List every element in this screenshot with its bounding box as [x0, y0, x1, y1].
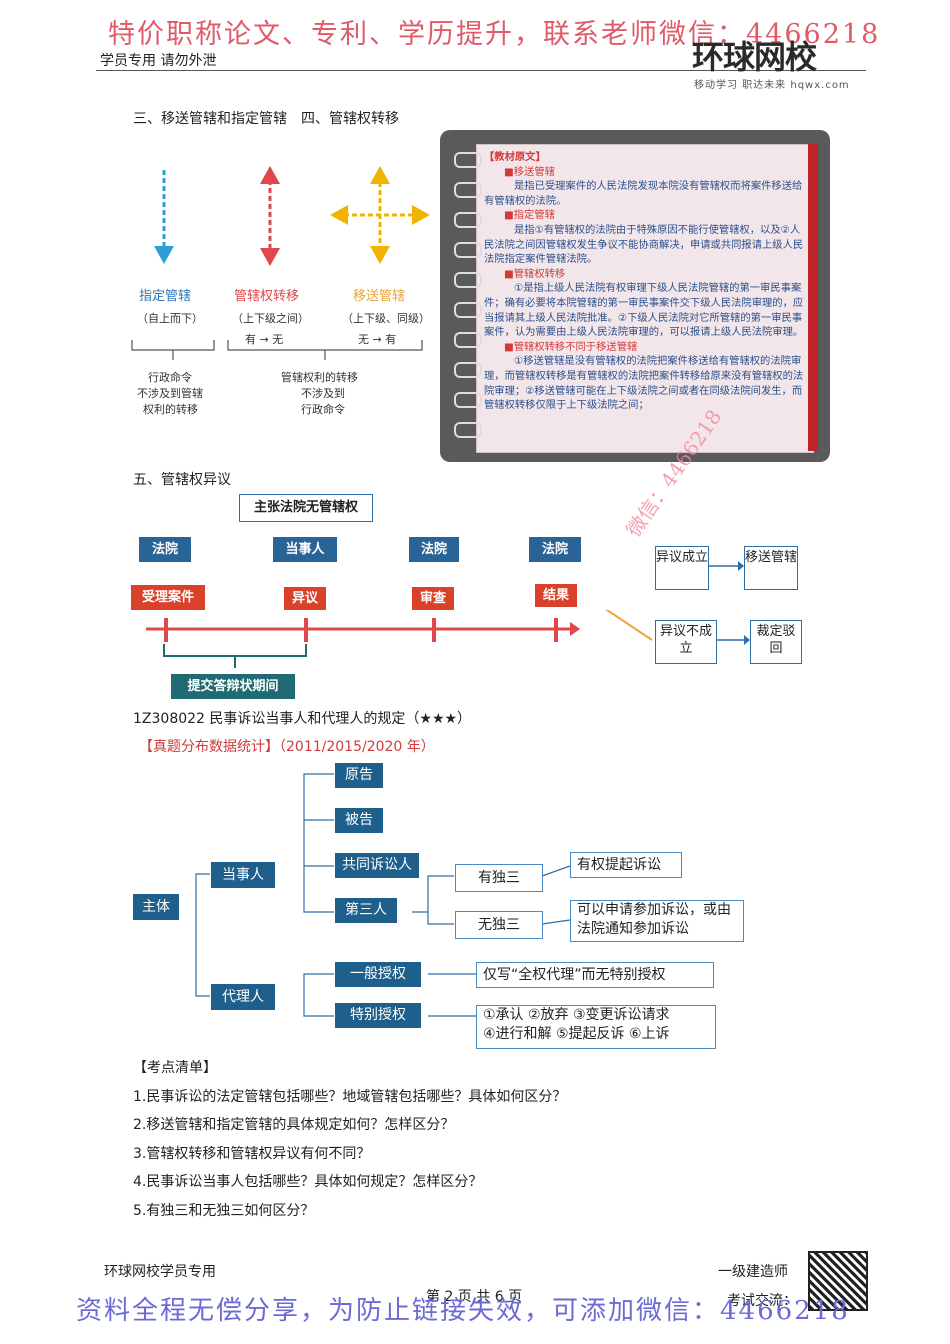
footer-exam: 考试交流：	[727, 1293, 797, 1309]
mm-indep: 有独三	[455, 864, 543, 892]
mm-party: 当事人	[211, 862, 275, 888]
special-note-line2: ④进行和解 ⑤提起反诉 ⑥上诉	[483, 1026, 670, 1042]
checklist-item-4: 4.民事诉讼当事人包括哪些？具体如何规定？怎样区分？	[133, 1174, 483, 1190]
special-note-line1: ①承认 ②放弃 ③变更诉讼请求	[483, 1007, 670, 1023]
item3-title: ■管辖权转移	[504, 267, 566, 280]
mm-plaintiff: 原告	[335, 763, 383, 788]
transfer-right-label: 管辖权转移	[234, 289, 300, 304]
mm-nonindep-note: 可以申请参加诉讼，或由法院通知参加诉讼	[570, 900, 744, 942]
item4-text: ①移送管辖是没有管辖权的法院把案件移送给有管辖权的法院审理，而管辖权转移是有管辖…	[484, 355, 804, 412]
mm-special-note: ①承认 ②放弃 ③变更诉讼请求 ④进行和解 ⑤提起反诉 ⑥上诉	[476, 1005, 716, 1049]
outcome-no-box: 异议不成立	[655, 620, 717, 664]
bracket-right-line3: 行政命令	[301, 403, 345, 416]
mm-defendant: 被告	[335, 808, 383, 833]
step-objection: 异议	[284, 587, 326, 610]
item2-text: 是指①有管辖权的法院由于特殊原因不能行使管辖权，以及②人民法院之间因管辖权发生争…	[484, 223, 804, 266]
designated-label: 指定管辖	[139, 289, 192, 304]
mm-agent: 代理人	[211, 984, 275, 1010]
ring-icon	[454, 272, 482, 288]
mm-general-auth: 一般授权	[335, 962, 421, 987]
item3-text: ①是指上级人民法院有权审理下级人民法院管辖的第一审民事案件；确有必要将本院管辖的…	[484, 282, 804, 339]
header-note: 学员专用 请勿外泄	[100, 53, 217, 69]
mm-indep-note: 有权提起诉讼	[570, 852, 682, 878]
footer-left: 环球网校学员专用	[104, 1264, 216, 1280]
checklist-item-5: 5.有独三和无独三如何区分？	[133, 1203, 315, 1219]
ring-icon	[454, 302, 482, 318]
checklist-item-1: 1.民事诉讼的法定管辖包括哪些？地域管辖包括哪些？具体如何区分？	[133, 1089, 567, 1105]
notebook-page	[476, 144, 814, 453]
checklist-item-2: 2.移送管辖和指定管辖的具体规定如何？怎样区分？	[133, 1117, 455, 1133]
transfer-case-arrow-icon	[330, 166, 430, 264]
topic-stat: 【真题分布数据统计】（2011/2015/2020 年）	[139, 739, 435, 755]
actor-party: 当事人	[273, 537, 337, 562]
site-logo: 环球网校	[692, 38, 817, 76]
notebook-edge	[808, 144, 818, 451]
ring-icon	[454, 332, 482, 348]
bracket-left-line1: 行政命令	[148, 371, 192, 384]
bottom-watermark: 资料全程无偿分享，为防止链接失效，可添加微信：4466218	[76, 1296, 850, 1326]
bracket-left-line2: 不涉及到管辖	[137, 387, 203, 400]
item2-title: ■指定管辖	[504, 209, 555, 222]
mm-special-auth: 特别授权	[335, 1003, 421, 1028]
actor-court-1: 法院	[139, 537, 191, 562]
item1-text: 是指已受理案件的人民法院发现本院没有管辖权而将案件移送给有管辖权的法院。	[484, 180, 803, 207]
outcome-no-result-box: 裁定驳回	[750, 620, 802, 664]
section-3-title: 三、移送管辖和指定管辖 四、管辖权转移	[133, 111, 399, 127]
notebook-content: 【教材原文】 ■移送管辖 是指已受理案件的人民法院发现本院没有管辖权而将案件移送…	[484, 150, 806, 413]
top-watermark: 特价职称论文、专利、学历提升，联系老师微信：4466218	[108, 19, 881, 50]
transfer-right-arrow-icon	[260, 166, 280, 266]
mm-root: 主体	[133, 894, 179, 920]
actor-court-3: 法院	[529, 537, 581, 562]
outcome-yes-result-box: 移送管辖	[744, 546, 798, 590]
item1-title: ■移送管辖	[504, 165, 555, 178]
ring-icon	[454, 152, 482, 168]
footer-page: 第 2 页 共 6 页	[426, 1289, 523, 1305]
mindmap-lines	[195, 773, 571, 1017]
mm-general-note: 仅写“全权代理”而无特别授权	[476, 962, 714, 988]
header-divider	[96, 70, 866, 71]
footer-right: 一级建造师	[718, 1264, 788, 1280]
mm-third-party: 第三人	[335, 898, 397, 923]
transfer-case-label: 移送管辖	[353, 289, 406, 304]
designated-arrow-icon	[154, 170, 174, 264]
bracket-right-line2: 不涉及到	[301, 387, 345, 400]
ring-icon	[454, 212, 482, 228]
transfer-case-sub: （上下级、同级）	[342, 312, 430, 325]
logo-tagline: 移动学习 职达未来 hqwx.com	[694, 80, 850, 91]
timeline-diagram	[146, 610, 653, 668]
actor-court-2: 法院	[409, 537, 459, 562]
notebook-heading: 【教材原文】	[484, 151, 546, 163]
bracket-left-line3: 权利的转移	[143, 403, 198, 416]
step-accept: 受理案件	[131, 585, 205, 610]
period-box: 提交答辩状期间	[171, 674, 295, 699]
brackets-diagram	[131, 340, 423, 360]
ring-icon	[454, 422, 482, 438]
ring-icon	[454, 242, 482, 258]
checklist-title: 【考点清单】	[133, 1060, 217, 1076]
outcome-arrows	[708, 561, 750, 645]
step-review: 审查	[412, 587, 454, 610]
item4-title: ■管辖权转移不同于移送管辖	[504, 340, 638, 353]
transfer-right-flow: 有 → 无	[245, 333, 284, 346]
ring-icon	[454, 362, 482, 378]
qr-code-icon	[808, 1251, 868, 1311]
ring-icon	[454, 182, 482, 198]
step-result: 结果	[535, 584, 577, 607]
mm-co-litigant: 共同诉讼人	[335, 853, 419, 878]
ring-icon	[454, 392, 482, 408]
topic-title: 1Z308022 民事诉讼当事人和代理人的规定（★★★）	[133, 711, 472, 727]
bracket-right-line1: 管辖权利的转移	[281, 371, 358, 384]
transfer-right-sub: （上下级之间）	[232, 312, 309, 325]
transfer-case-flow: 无 → 有	[358, 333, 397, 346]
outcome-yes-box: 异议成立	[655, 546, 709, 590]
general-note-text: 仅写“全权代理”而无特别授权	[483, 967, 666, 983]
jurisdiction-arrows-diagram	[154, 166, 430, 266]
claim-box: 主张法院无管辖权	[239, 494, 373, 522]
designated-sub: （自上而下）	[137, 312, 203, 325]
checklist-item-3: 3.管辖权转移和管辖权异议有何不同？	[133, 1146, 371, 1162]
section-5-title: 五、管辖权异议	[133, 472, 231, 488]
mm-nonindep: 无独三	[455, 911, 543, 939]
